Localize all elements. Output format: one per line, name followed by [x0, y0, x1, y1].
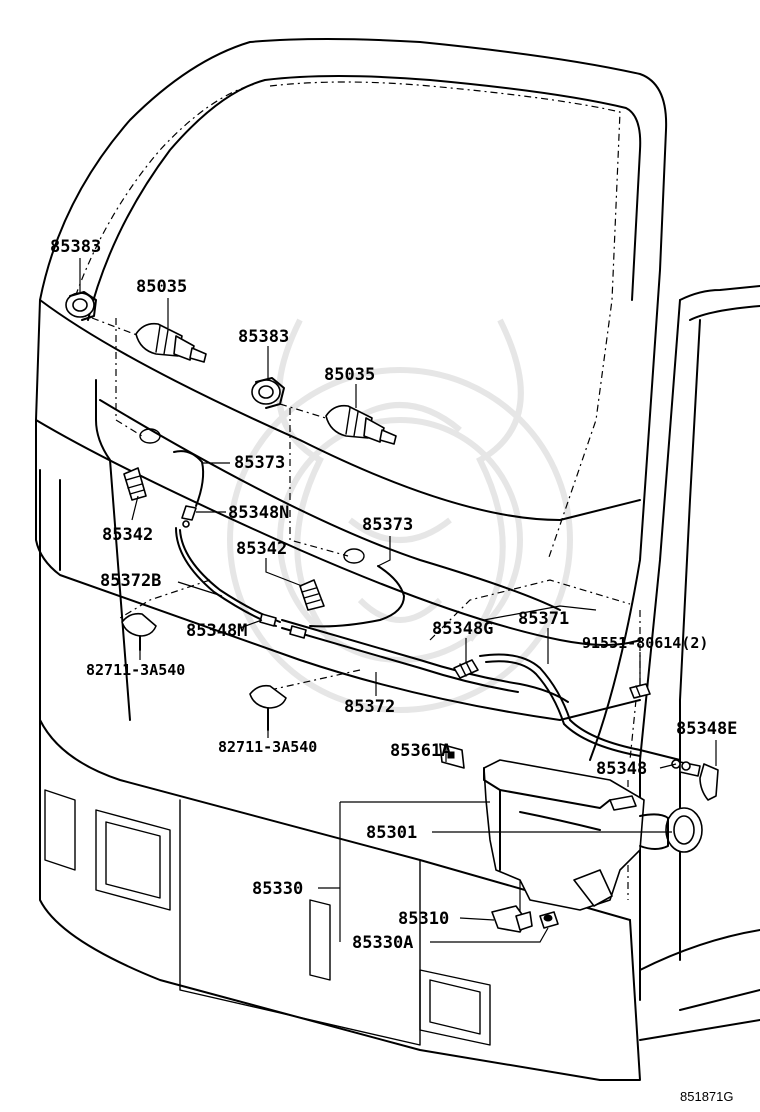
part-85348m-joint: [259, 613, 307, 639]
part-85348g-joint: [453, 659, 479, 679]
part-85342-clip-left: [123, 467, 147, 501]
part-85330a-grommet: [539, 911, 559, 929]
hose-85373-upper: [173, 450, 205, 507]
label-85383-middle: 85383: [238, 327, 289, 347]
hose-85371: [479, 653, 681, 761]
label-85361a: 85361A: [390, 741, 451, 761]
label-85348m: 85348M: [186, 621, 247, 641]
part-85383-grommet-left: [65, 291, 97, 321]
label-85348g: 85348G: [432, 619, 493, 639]
part-labels: 85383 85035 85383 85035 85373 85348N 853…: [50, 237, 737, 1104]
leader-lines: [79, 258, 717, 943]
part-85348n-joint: [181, 505, 197, 528]
label-85330a: 85330A: [352, 933, 413, 953]
label-85372b: 85372B: [100, 571, 161, 591]
label-85342-left: 85342: [102, 525, 153, 545]
label-82711-left: 82711-3A540: [86, 661, 185, 679]
part-85330-washer-tank: [483, 759, 645, 911]
part-82711-cover-right: [249, 684, 287, 731]
label-85383-left: 85383: [50, 237, 101, 257]
label-85373-lower: 85373: [362, 515, 413, 535]
label-85330: 85330: [252, 879, 303, 899]
mount-hole-right: [343, 548, 365, 564]
part-85035-nozzle-left: [135, 322, 207, 363]
label-85310: 85310: [398, 909, 449, 929]
label-85342-right: 85342: [236, 539, 287, 559]
hose-85373-lower: [309, 565, 405, 628]
assembly-guide-lines: [91, 317, 641, 900]
label-85035-right: 85035: [324, 365, 375, 385]
part-85383-grommet-middle: [251, 377, 285, 409]
part-85310-pump: [491, 905, 533, 933]
part-85035-nozzle-right: [325, 404, 397, 445]
label-85301: 85301: [366, 823, 417, 843]
parts: [65, 291, 719, 933]
washer-hoses: [173, 450, 681, 761]
label-85348n: 85348N: [228, 503, 289, 523]
label-91551-80614: 91551-80614(2): [582, 634, 708, 652]
label-82711-right: 82711-3A540: [218, 738, 317, 756]
part-85342-clip-right: [299, 579, 325, 611]
part-85301-cap: [639, 807, 703, 853]
diagram-code: 851871G: [680, 1089, 734, 1104]
label-85035-left: 85035: [136, 277, 187, 297]
watermark-emblem: [227, 318, 573, 713]
label-85371: 85371: [518, 609, 569, 629]
mount-hole-left: [139, 428, 161, 444]
part-91551-bolt: [629, 683, 651, 699]
label-85348e: 85348E: [676, 719, 737, 739]
label-85348: 85348: [596, 759, 647, 779]
label-85373-upper: 85373: [234, 453, 285, 473]
part-82711-cover-left: [121, 612, 157, 651]
label-85372: 85372: [344, 697, 395, 717]
